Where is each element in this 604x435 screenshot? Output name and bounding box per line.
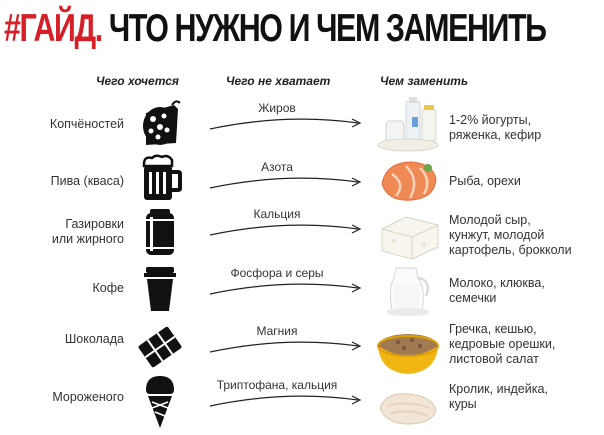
replace-text: Рыба, орехи [449, 174, 521, 188]
table-row: Газировки или жирного Кальция Молодой сы… [0, 205, 604, 265]
replace-text: Молоко, клюква, семечки [449, 276, 545, 305]
title-text: ЧТО НУЖНО И ЧЕМ ЗАМЕНИТЬ [108, 7, 547, 50]
beer-mug-icon [138, 154, 182, 204]
arrow-icon [209, 341, 362, 353]
title-hashtag: #ГАЙД. [4, 7, 103, 50]
lack-label: Кальция [253, 207, 301, 221]
buckwheat-bowl-image [372, 324, 444, 380]
page-title: #ГАЙД. ЧТО НУЖНО И ЧЕМ ЗАМЕНИТЬ [4, 4, 547, 54]
replace-text: Молодой сыр, кунжут, молодой картофель, … [449, 213, 572, 257]
want-label: Копчёностей [49, 117, 124, 131]
want-label: Шоколада [64, 332, 124, 346]
ice-cream-cone-icon [138, 374, 182, 428]
want-label: Пива (кваса) [50, 174, 124, 188]
table-row: Мороженого Триптофана, кальция Кролик, и… [0, 372, 604, 432]
salmon-steak-image [372, 154, 444, 210]
chicken-meat-image [372, 378, 444, 434]
lack-label: Фосфора и серы [230, 266, 324, 280]
want-label: Кофе [92, 281, 124, 295]
soda-can-icon [138, 207, 182, 257]
sausage-icon [138, 99, 182, 149]
coffee-cup-icon [138, 265, 182, 315]
lack-label: Азота [261, 160, 293, 174]
replace-text: Гречка, кешью, кедровые орешки, листовой… [449, 322, 556, 366]
table-row: Кофе Фосфора и серы Молоко, клюква, семе… [0, 262, 604, 322]
lack-label: Жиров [258, 101, 296, 115]
header-want: Чего хочется [96, 74, 179, 88]
lack-label: Магния [256, 324, 298, 338]
table-row: Копчёностей Жиров 1-2% йогурты, ряженка,… [0, 93, 604, 153]
arrow-icon [209, 283, 362, 295]
want-label: Газировки или жирного [51, 217, 124, 246]
table-row: Шоколада Магния Гречка, кешью, кедровые … [0, 320, 604, 380]
lack-label: Триптофана, кальция [216, 378, 338, 392]
arrow-icon [209, 177, 362, 189]
arrow-icon [209, 224, 362, 236]
replace-text: Кролик, индейка, куры [449, 382, 548, 411]
header-lack: Чего не хватает [226, 74, 331, 88]
want-label: Мороженого [52, 390, 124, 404]
replace-text: 1-2% йогурты, ряженка, кефир [449, 113, 542, 142]
arrow-icon [209, 118, 362, 130]
chocolate-bar-icon [138, 322, 182, 372]
table-row: Пива (кваса) Азота Рыба, орехи [0, 152, 604, 212]
cheese-block-image [372, 207, 444, 263]
arrow-icon [209, 395, 362, 407]
dairy-bottles-image [372, 97, 444, 153]
header-replace: Чем заменить [380, 74, 469, 88]
milk-jug-image [372, 262, 444, 318]
